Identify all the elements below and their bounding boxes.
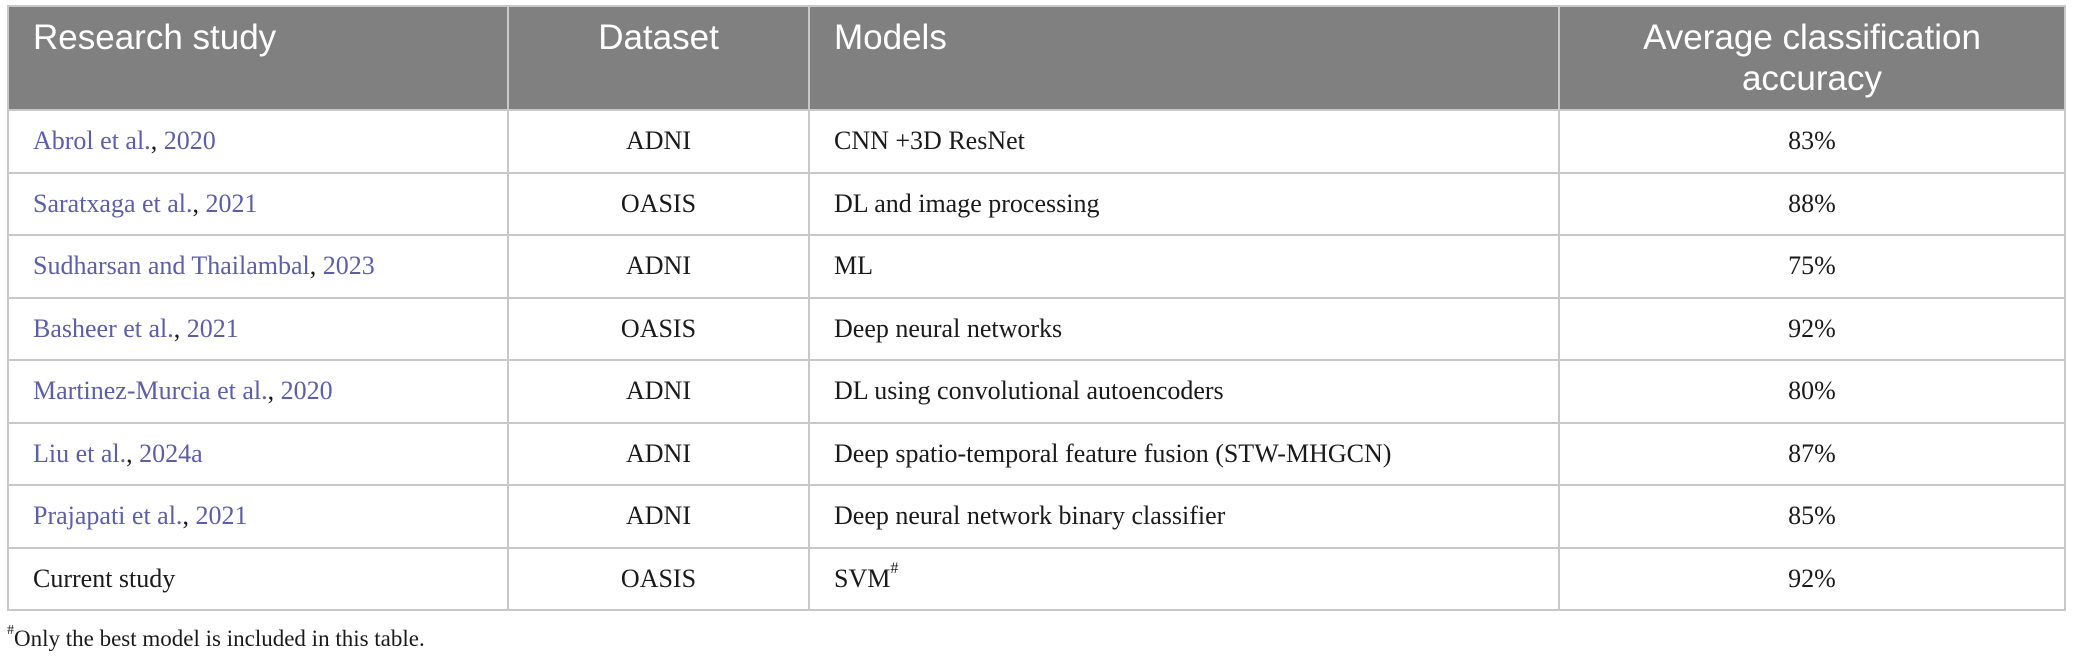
study-author-link[interactable]: Martinez-Murcia et al.: [33, 376, 268, 406]
study-year-link[interactable]: 2021: [205, 188, 258, 218]
accuracy-cell: 80%: [1558, 359, 2066, 424]
study-year-link[interactable]: 2021: [195, 501, 248, 531]
accuracy-cell: 88%: [1558, 171, 2066, 236]
dataset-cell: OASIS: [507, 546, 810, 611]
model-text: Deep neural network binary classifier: [834, 501, 1226, 531]
study-label-current: Current study: [33, 563, 176, 593]
table-row: Prajapati et al., 2021 ADNI Deep neural …: [7, 484, 2066, 549]
model-text: ML: [834, 251, 873, 281]
study-separator: ,: [267, 376, 281, 406]
dataset-cell: ADNI: [507, 421, 810, 486]
study-separator: ,: [173, 313, 187, 343]
dataset-cell: ADNI: [507, 234, 810, 299]
table-row: Liu et al., 2024a ADNI Deep spatio-tempo…: [7, 421, 2066, 486]
table-row: Abrol et al., 2020 ADNI CNN +3D ResNet 8…: [7, 109, 2066, 174]
accuracy-cell: 83%: [1558, 109, 2066, 174]
dataset-cell: ADNI: [507, 484, 810, 549]
model-text: DL using convolutional autoencoders: [834, 376, 1224, 406]
model-footnote-mark: #: [890, 559, 899, 577]
model-text: SVM: [834, 563, 891, 593]
table-row: Basheer et al., 2021 OASIS Deep neural n…: [7, 296, 2066, 361]
table-row: Sudharsan and Thailambal, 2023 ADNI ML 7…: [7, 234, 2066, 299]
table-row: Saratxaga et al., 2021 OASIS DL and imag…: [7, 171, 2066, 236]
study-year-link[interactable]: 2020: [163, 126, 216, 156]
dataset-cell: OASIS: [507, 171, 810, 236]
table-footnote: #Only the best model is included in this…: [7, 623, 425, 652]
model-text: DL and image processing: [834, 188, 1100, 218]
comparison-table: Research study Dataset Models Average cl…: [7, 5, 2066, 611]
study-year-link[interactable]: 2023: [322, 251, 375, 281]
table-body: Abrol et al., 2020 ADNI CNN +3D ResNet 8…: [7, 109, 2066, 611]
study-separator: ,: [192, 188, 206, 218]
accuracy-cell: 92%: [1558, 296, 2066, 361]
study-separator: ,: [182, 501, 196, 531]
study-cell: Liu et al., 2024a: [7, 421, 509, 486]
accuracy-cell: 85%: [1558, 484, 2066, 549]
model-cell: Deep neural network binary classifier: [808, 484, 1560, 549]
model-cell: DL and image processing: [808, 171, 1560, 236]
table-row: Current study OASIS SVM# 92%: [7, 546, 2066, 611]
model-cell: DL using convolutional autoencoders: [808, 359, 1560, 424]
model-cell: CNN +3D ResNet: [808, 109, 1560, 174]
study-cell: Sudharsan and Thailambal, 2023: [7, 234, 509, 299]
model-cell: Deep spatio-temporal feature fusion (STW…: [808, 421, 1560, 486]
study-cell: Basheer et al., 2021: [7, 296, 509, 361]
header-research-study: Research study: [7, 5, 509, 111]
model-text: Deep neural networks: [834, 313, 1063, 343]
dataset-cell: OASIS: [507, 296, 810, 361]
accuracy-cell: 75%: [1558, 234, 2066, 299]
study-separator: ,: [150, 126, 164, 156]
footnote-text: Only the best model is included in this …: [14, 626, 425, 651]
study-year-link[interactable]: 2020: [280, 376, 333, 406]
header-average-accuracy: Average classification accuracy: [1558, 5, 2066, 111]
study-cell: Prajapati et al., 2021: [7, 484, 509, 549]
header-models: Models: [808, 5, 1560, 111]
study-cell: Current study: [7, 546, 509, 611]
accuracy-cell: 87%: [1558, 421, 2066, 486]
study-year-link[interactable]: 2021: [186, 313, 239, 343]
study-cell: Martinez-Murcia et al., 2020: [7, 359, 509, 424]
study-author-link[interactable]: Liu et al.: [33, 438, 127, 468]
study-year-link[interactable]: 2024a: [139, 438, 203, 468]
table-header: Research study Dataset Models Average cl…: [7, 5, 2066, 111]
table-row: Martinez-Murcia et al., 2020 ADNI DL usi…: [7, 359, 2066, 424]
header-dataset: Dataset: [507, 5, 810, 111]
header-row: Research study Dataset Models Average cl…: [7, 5, 2066, 111]
comparison-table-container: Research study Dataset Models Average cl…: [7, 5, 2066, 611]
study-cell: Abrol et al., 2020: [7, 109, 509, 174]
study-author-link[interactable]: Basheer et al.: [33, 313, 174, 343]
study-author-link[interactable]: Prajapati et al.: [33, 501, 183, 531]
model-cell: ML: [808, 234, 1560, 299]
dataset-cell: ADNI: [507, 359, 810, 424]
study-author-link[interactable]: Abrol et al.: [33, 126, 151, 156]
study-separator: ,: [309, 251, 323, 281]
accuracy-cell: 92%: [1558, 546, 2066, 611]
study-separator: ,: [126, 438, 140, 468]
study-author-link[interactable]: Saratxaga et al.: [33, 188, 193, 218]
model-text: CNN +3D ResNet: [834, 126, 1025, 156]
model-cell: Deep neural networks: [808, 296, 1560, 361]
study-author-link[interactable]: Sudharsan and Thailambal: [33, 251, 310, 281]
model-text: Deep spatio-temporal feature fusion (STW…: [834, 438, 1392, 468]
dataset-cell: ADNI: [507, 109, 810, 174]
model-cell: SVM#: [808, 546, 1560, 611]
footnote-mark: #: [7, 623, 14, 638]
study-cell: Saratxaga et al., 2021: [7, 171, 509, 236]
